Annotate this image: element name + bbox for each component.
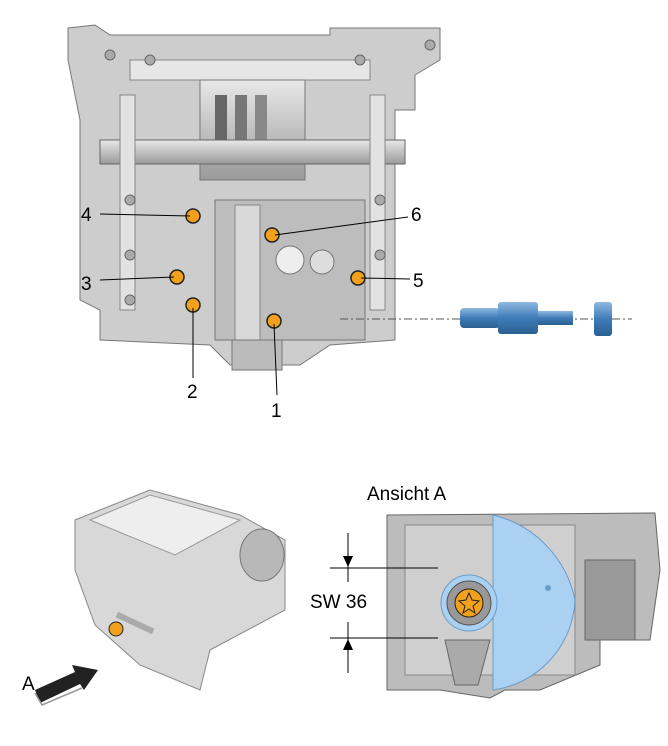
view-bolt <box>454 588 484 618</box>
callout-5: 5 <box>413 271 424 292</box>
view-arrow-a <box>34 665 98 706</box>
engine-block-view <box>67 24 441 371</box>
callout-2: 2 <box>187 382 198 403</box>
pump-bolt <box>108 621 124 637</box>
callout-4: 4 <box>81 205 92 226</box>
wrench-size-label: SW 36 <box>310 592 367 613</box>
oil-pump-3d-view <box>74 489 286 691</box>
bolts <box>169 208 366 329</box>
arrow-label-a: A <box>22 674 35 695</box>
view-a-detail <box>386 512 661 699</box>
bolt-6 <box>264 227 280 243</box>
callout-1: 1 <box>271 401 282 422</box>
leader-lines <box>99 213 411 396</box>
callout-3: 3 <box>81 274 92 295</box>
actuator-part <box>460 302 612 336</box>
view-title: Ansicht A <box>367 484 447 505</box>
callout-6: 6 <box>411 205 422 226</box>
